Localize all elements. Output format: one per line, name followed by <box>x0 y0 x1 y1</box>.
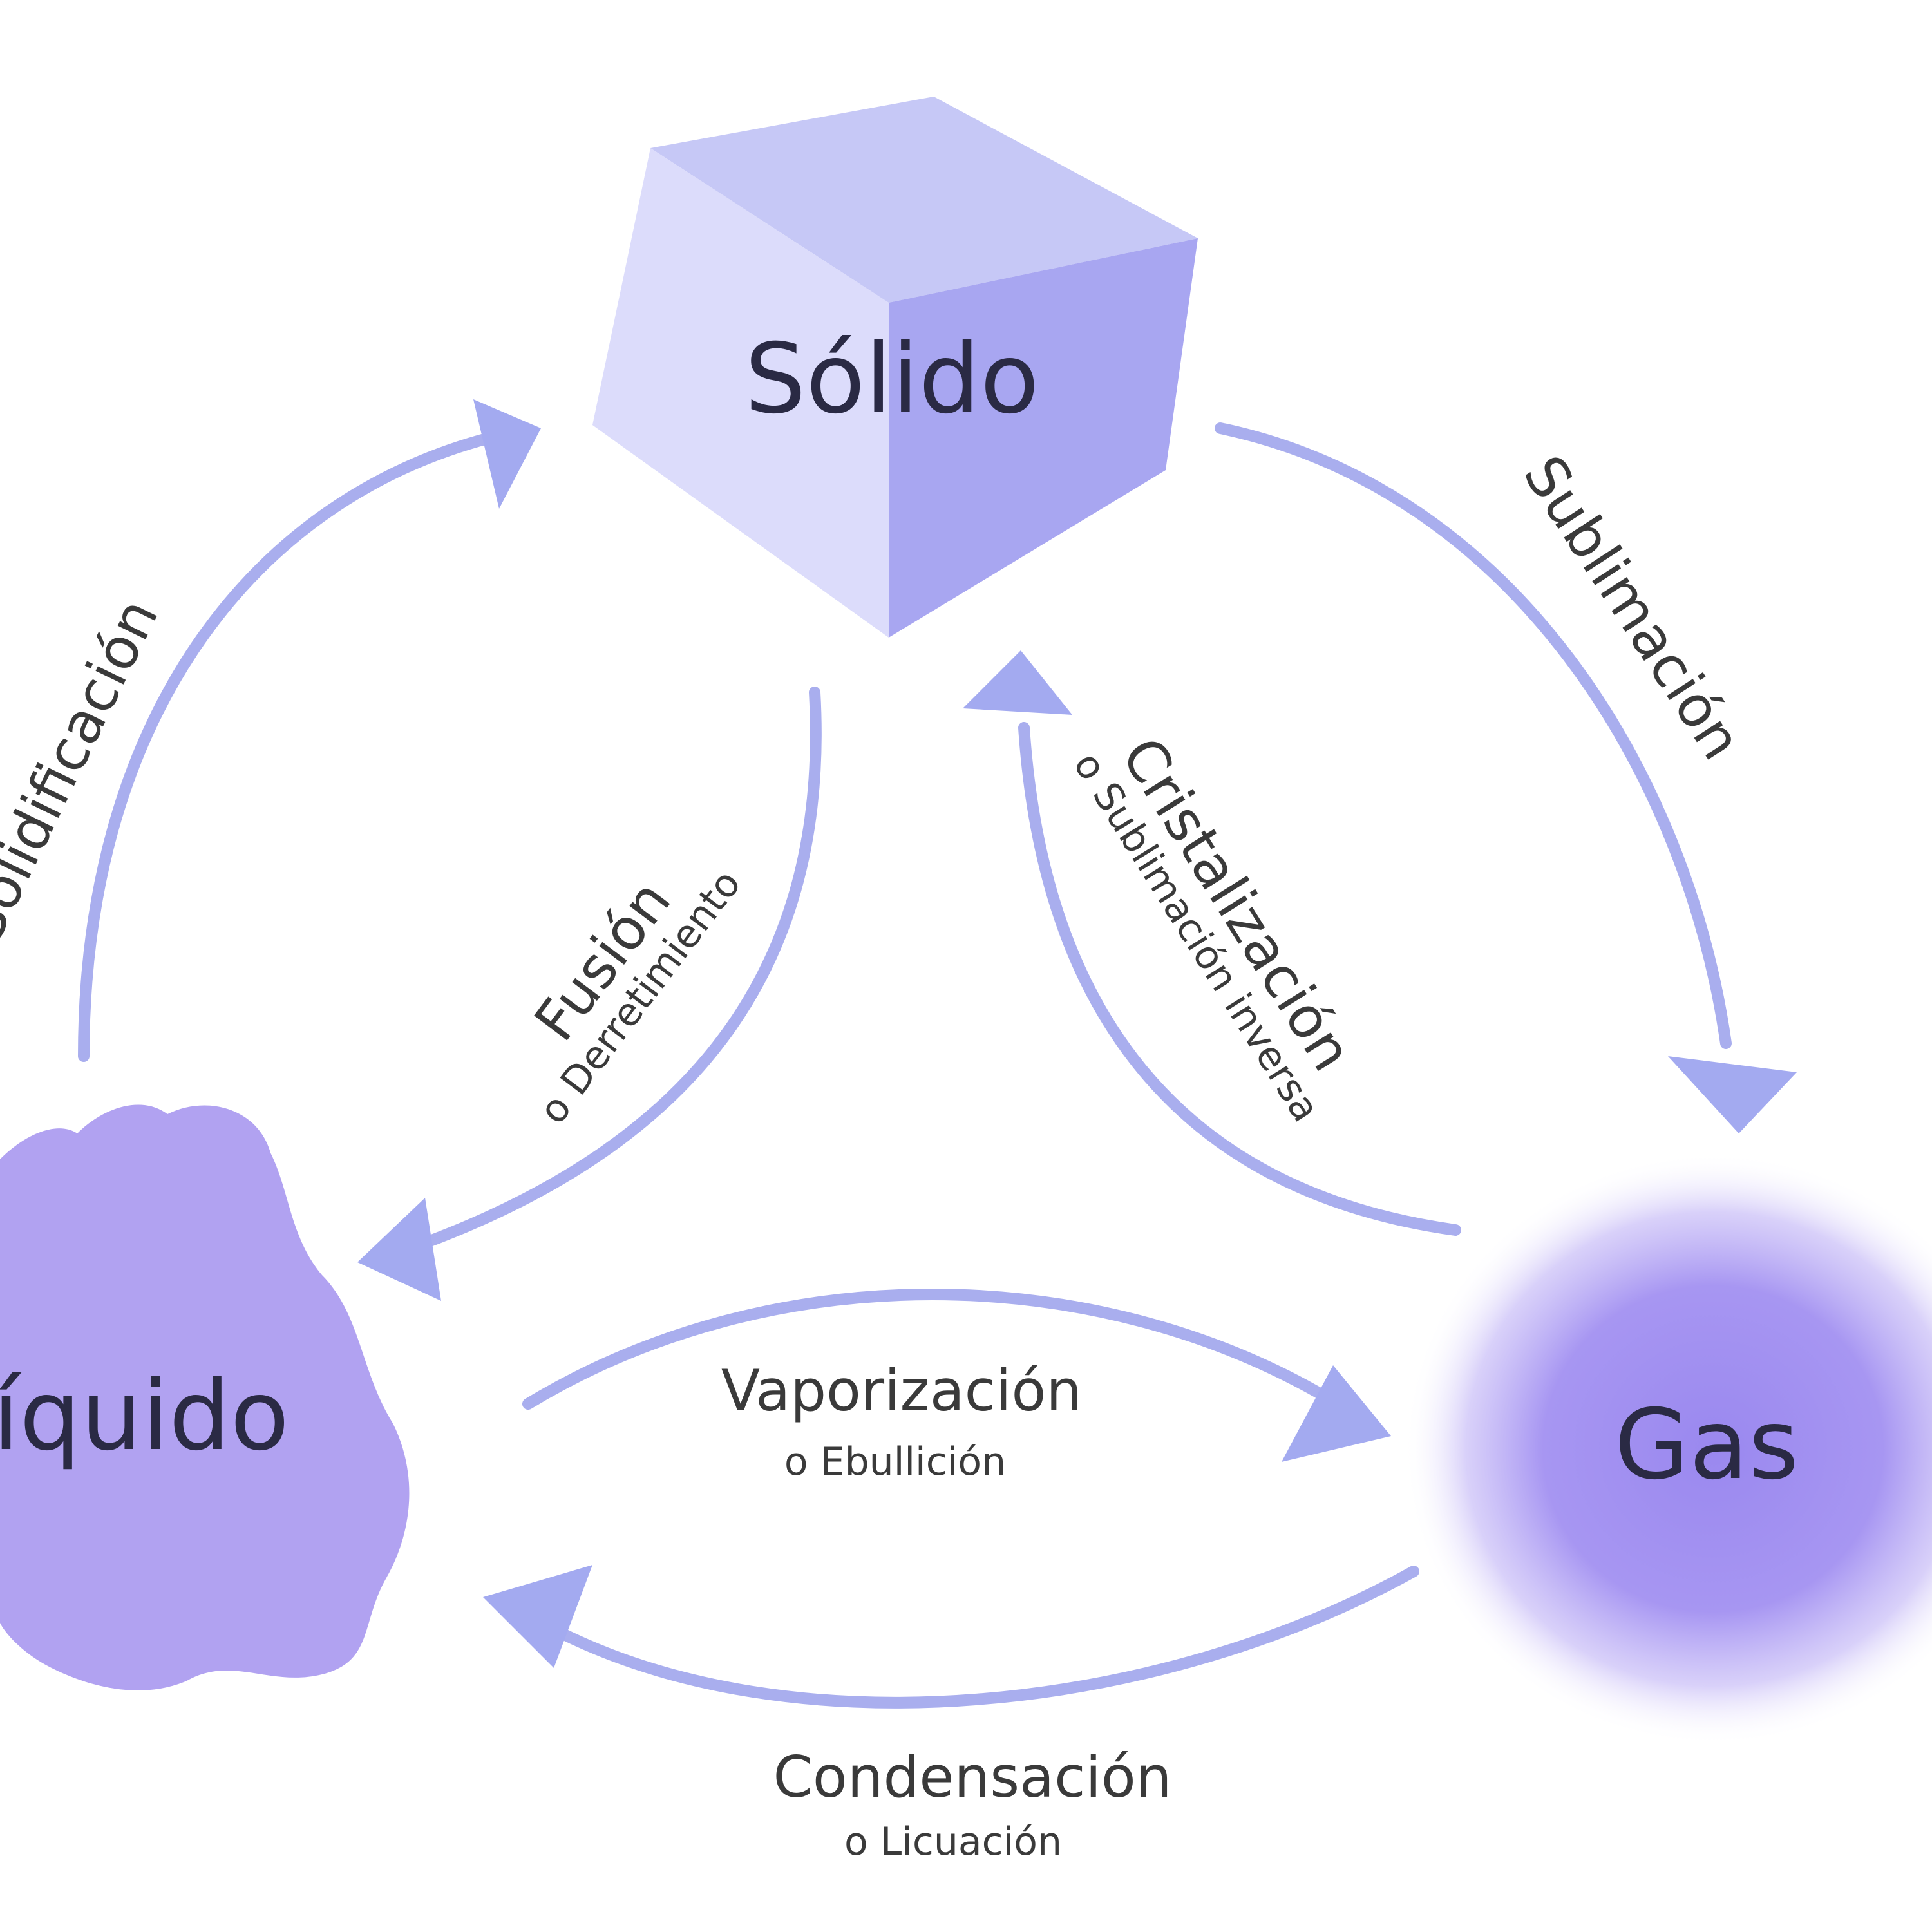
arrow-fusion <box>357 687 822 1301</box>
gas-cloud-icon <box>1404 1153 1932 1745</box>
solid-label: Sólido <box>744 323 1039 435</box>
solid-state: Sólido <box>592 97 1198 638</box>
label-fusion: Fusión o Derretimiento <box>522 862 750 1132</box>
arrow-vaporization-head <box>1282 1365 1391 1462</box>
vaporization-label: Vaporización <box>721 1358 1082 1424</box>
label-crystallization: Cristalización o Sublimación inversa <box>1065 726 1365 1130</box>
gas-label: Gas <box>1615 1389 1799 1501</box>
arrow-sublimation-head <box>1668 1056 1797 1133</box>
liquid-label: Líquido <box>0 1360 289 1472</box>
solidification-label: Solidificación <box>0 589 171 953</box>
arrow-sublimation-line <box>1215 422 1732 1049</box>
cube-right-face <box>889 238 1198 638</box>
arrow-vaporization-line <box>522 1289 1332 1410</box>
gas-state: Gas <box>1404 1153 1932 1745</box>
cube-top-face <box>650 97 1198 303</box>
arrow-condensation-head <box>483 1565 592 1668</box>
label-solidification: Solidificación <box>0 589 171 953</box>
arrow-sublimation <box>1215 422 1797 1133</box>
arrow-crystallization-head <box>963 650 1072 715</box>
arrow-vaporization <box>522 1289 1391 1462</box>
cube-left-face <box>592 148 889 638</box>
sublimation-label: Sublimación <box>1511 444 1756 772</box>
label-vaporization: Vaporización o Ebullición <box>721 1358 1082 1484</box>
arrow-condensation-line <box>548 1566 1419 1709</box>
arrow-condensation <box>483 1565 1419 1709</box>
arrow-solidification <box>78 399 541 1062</box>
cube-icon <box>592 97 1198 638</box>
label-sublimation: Sublimación <box>1511 444 1756 772</box>
arrow-fusion-head <box>357 1198 441 1301</box>
arrow-fusion-line <box>419 687 822 1249</box>
vaporization-sub-label: o Ebullición <box>784 1439 1006 1484</box>
arrow-solidification-line <box>78 432 495 1062</box>
condensation-sub-label: o Licuación <box>844 1819 1062 1864</box>
arrow-crystallization-line <box>1018 722 1461 1236</box>
arrow-crystallization <box>963 650 1461 1236</box>
label-condensation: Condensación o Licuación <box>773 1744 1171 1864</box>
liquid-state: Líquido <box>0 1104 410 1690</box>
condensation-label: Condensación <box>773 1744 1171 1810</box>
liquid-blob-icon <box>0 1104 410 1690</box>
arrow-solidification-head <box>473 399 541 509</box>
